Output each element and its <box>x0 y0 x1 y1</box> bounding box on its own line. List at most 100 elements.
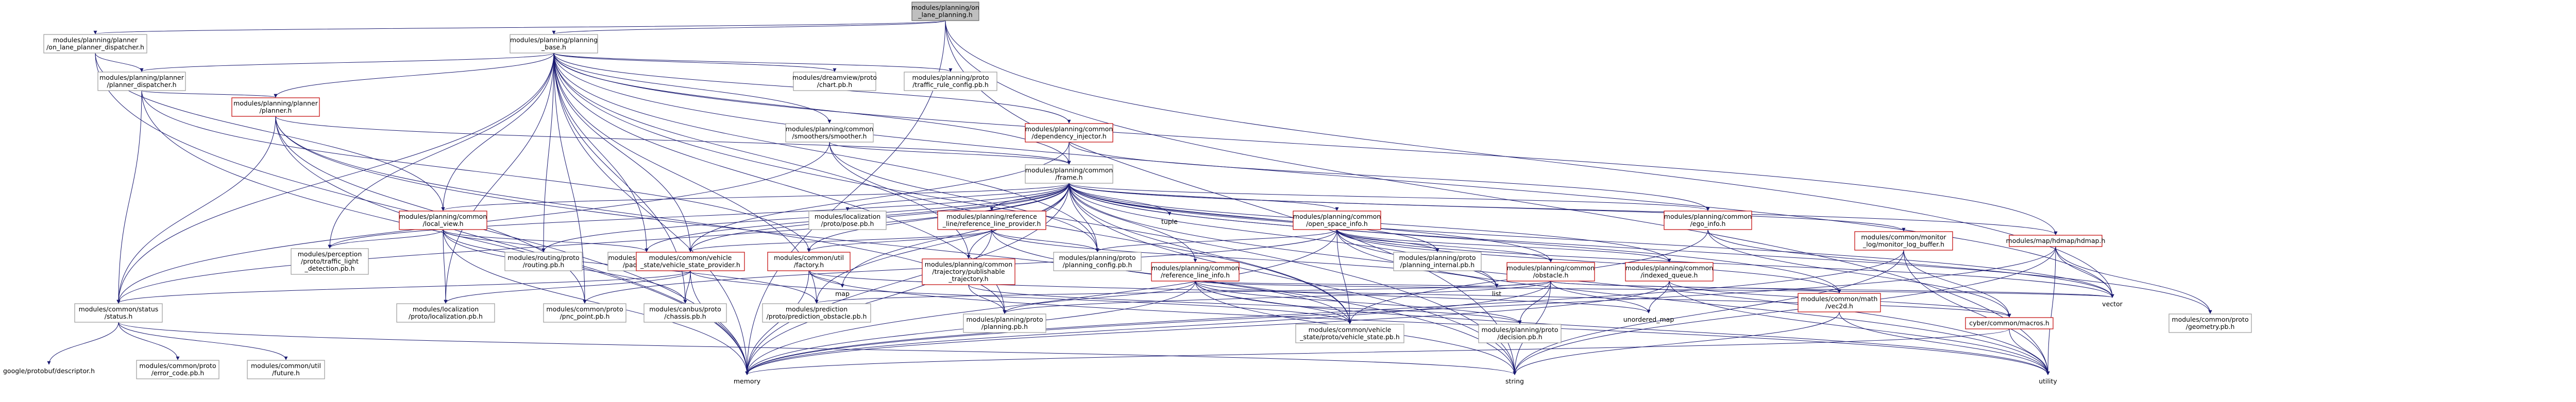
node-publishable-trajectory[interactable]: modules/planning/common/trajectory/publi… <box>922 258 1015 285</box>
node-label-line: modules/common/status <box>79 305 159 313</box>
node-planner-dispatcher[interactable]: modules/planning/planner/planner_dispatc… <box>97 72 186 91</box>
node-obstacle[interactable]: modules/planning/common/obstacle.h <box>1506 262 1595 282</box>
node-label-line: modules/dreamview/proto <box>792 74 877 81</box>
edge-planning-base-to-memory-std <box>553 53 749 375</box>
node-label-line: _lane_planning.h <box>918 11 972 19</box>
node-planning-config[interactable]: modules/planning/proto/planning_config.p… <box>1053 252 1142 271</box>
edge-planning-base-to-status <box>116 53 554 304</box>
node-algo-info[interactable]: modules/planning/common/ego_info.h <box>1664 211 1752 230</box>
node-monitor-log-buffer[interactable]: modules/common/monitor_log/monitor_log_b… <box>1854 231 1953 251</box>
node-label-line: /proto/pose.pb.h <box>821 220 874 228</box>
node-label-line: _trajectory.h <box>948 275 988 283</box>
node-label-line: string <box>1505 377 1524 385</box>
node-label-line: modules/perception <box>298 250 362 258</box>
node-label-line: modules/common/util <box>251 362 321 370</box>
node-vehicle-state-pb[interactable]: modules/common/vehicle_state/proto/vehic… <box>1295 324 1404 343</box>
node-planner[interactable]: modules/planning/planner/planner.h <box>231 97 320 117</box>
node-label-line: modules/common/vehicle <box>1309 326 1392 334</box>
edge-publishable-trajectory-to-planning-pb <box>968 284 1007 314</box>
node-vector-std: vector <box>2102 300 2123 308</box>
node-dispatcher[interactable]: modules/planning/planner/on_lane_planner… <box>43 34 147 54</box>
node-pnc-point[interactable]: modules/common/proto/pnc_point.pb.h <box>543 303 626 323</box>
node-macros[interactable]: cyber/common/macros.h <box>1965 317 2054 329</box>
node-vec2d[interactable]: modules/common/math/vec2d.h <box>1798 293 1881 312</box>
edge-open-space-info-to-memory-std <box>745 229 1337 375</box>
edge-planning-base-to-vehicle-state-provider <box>553 53 692 252</box>
node-util-factory[interactable]: modules/common/util/factory.h <box>767 252 851 271</box>
node-label-line: _base.h <box>541 43 566 51</box>
node-error-code[interactable]: modules/common/proto/error_code.pb.h <box>136 360 219 379</box>
node-label-line: _line/reference_line_provider.h <box>942 220 1041 228</box>
edge-planner-to-memory-std <box>275 116 749 375</box>
node-box <box>504 252 583 271</box>
node-memory-std: memory <box>734 377 761 385</box>
edge-hdmap-to-utility-std <box>2046 246 2056 375</box>
edge-open-space-info-to-vec2d <box>1336 229 1841 293</box>
node-box <box>1625 262 1714 282</box>
node-box <box>1965 317 2054 329</box>
node-routing-pb[interactable]: modules/routing/proto/routing.pb.h <box>504 252 583 271</box>
node-box <box>74 303 163 323</box>
node-tuple: tuple <box>1161 218 1178 225</box>
node-label-line: modules/prediction <box>786 305 848 313</box>
node-box <box>767 252 851 271</box>
node-label-line: modules/planning/common <box>1625 264 1713 272</box>
node-label-line: modules/localization <box>815 213 880 220</box>
node-planning-base[interactable]: modules/planning/planning_base.h <box>510 34 598 54</box>
edge-frame-to-prediction-obstacle <box>815 183 1070 304</box>
edge-planner-dispatcher-to-memory-std <box>141 90 749 375</box>
node-label-line: /status.h <box>105 312 133 320</box>
node-prediction-obstacle[interactable]: modules/prediction/proto/prediction_obst… <box>762 303 871 323</box>
node-label-line: modules/common/proto <box>546 305 623 313</box>
node-localization-pb[interactable]: modules/localization/proto/localization.… <box>396 303 495 323</box>
node-frame[interactable]: modules/planning/common/frame.h <box>1025 164 1113 184</box>
node-vehicle-state-provider[interactable]: modules/common/vehicle_state/vehicle_sta… <box>636 252 745 271</box>
node-reference-line-info[interactable]: modules/planning/common/reference_line_i… <box>1151 262 1240 282</box>
node-decision-pb[interactable]: modules/planning/proto/decision.pb.h <box>1478 324 1562 343</box>
edge-hdmap-to-geometry-pb <box>2055 246 2212 314</box>
node-traffic-light[interactable]: modules/perception/proto/traffic_light_d… <box>291 248 369 275</box>
node-smoother[interactable]: modules/planning/common/smoothers/smooth… <box>785 123 874 143</box>
node-label-line: modules/planning/planning <box>510 36 598 44</box>
node-label-line: modules/planning/common <box>1507 264 1595 272</box>
edge-reference-line-provider-to-list-std <box>991 229 1499 288</box>
node-planning-pb[interactable]: modules/planning/proto/planning.pb.h <box>963 313 1046 333</box>
edge-planner-dispatcher-to-status <box>116 90 142 304</box>
node-label-line: _state/proto/vehicle_state.pb.h <box>1299 333 1400 341</box>
node-box <box>793 72 876 91</box>
edge-frame-to-memory-std <box>745 183 1070 375</box>
edge-obstacle-to-vector-std <box>1550 281 2114 298</box>
node-label-line: /routing.pb.h <box>523 261 565 269</box>
edge-open-space-info-to-vehicle-state-pb <box>1336 229 1352 324</box>
node-box <box>1053 252 1142 271</box>
node-dependency-injector[interactable]: modules/planning/common/dependency_injec… <box>1025 123 1113 143</box>
node-box <box>808 211 887 230</box>
node-traffic-rule[interactable]: modules/planning/proto/traffic_rule_conf… <box>904 72 997 91</box>
edge-frame-to-tuple <box>1069 183 1172 216</box>
node-indexed-queue[interactable]: modules/planning/common/indexed_queue.h <box>1625 262 1714 282</box>
node-localization-pose[interactable]: modules/localization/proto/pose.pb.h <box>808 211 887 230</box>
edge-root-to-utility-std <box>945 20 2050 375</box>
node-utility-std: utility <box>2039 377 2057 385</box>
node-label-line: list <box>1492 290 1501 298</box>
node-planning-internal[interactable]: modules/planning/proto/planning_internal… <box>1393 252 1482 271</box>
node-label-line: modules/common/math <box>1801 295 1878 303</box>
edge-vehicle-state-provider-to-status <box>116 270 691 304</box>
edge-smoother-to-frame <box>829 142 1071 165</box>
node-future[interactable]: modules/common/util/future.h <box>247 360 325 379</box>
node-local-view[interactable]: modules/planning/common/local_view.h <box>399 211 487 230</box>
edge-reference-line-info-to-unordered-map <box>1195 281 1651 313</box>
node-label-line: modules/planning/planner <box>53 36 138 44</box>
node-hdmap[interactable]: modules/map/hdmap/hdmap.h <box>2006 235 2106 247</box>
node-open-space-info[interactable]: modules/planning/common/open_space_info.… <box>1293 211 1381 230</box>
node-chassis[interactable]: modules/canbus/proto/chassis.pb.h <box>643 303 727 323</box>
edge-status-to-future <box>118 322 288 360</box>
node-reference-line-provider[interactable]: modules/planning/reference_line/referenc… <box>937 211 1046 230</box>
node-root[interactable]: modules/planning/on_lane_planning.h <box>911 2 979 21</box>
node-box <box>1854 231 1953 251</box>
edge-planner-to-frame <box>275 116 1071 165</box>
node-geometry-pb[interactable]: modules/common/proto/geometry.pb.h <box>2168 313 2252 333</box>
node-status[interactable]: modules/common/status/status.h <box>74 303 163 323</box>
node-dreamview-chart[interactable]: modules/dreamview/proto/chart.pb.h <box>792 72 877 91</box>
edge-util-factory-to-utility-std <box>808 270 2050 375</box>
